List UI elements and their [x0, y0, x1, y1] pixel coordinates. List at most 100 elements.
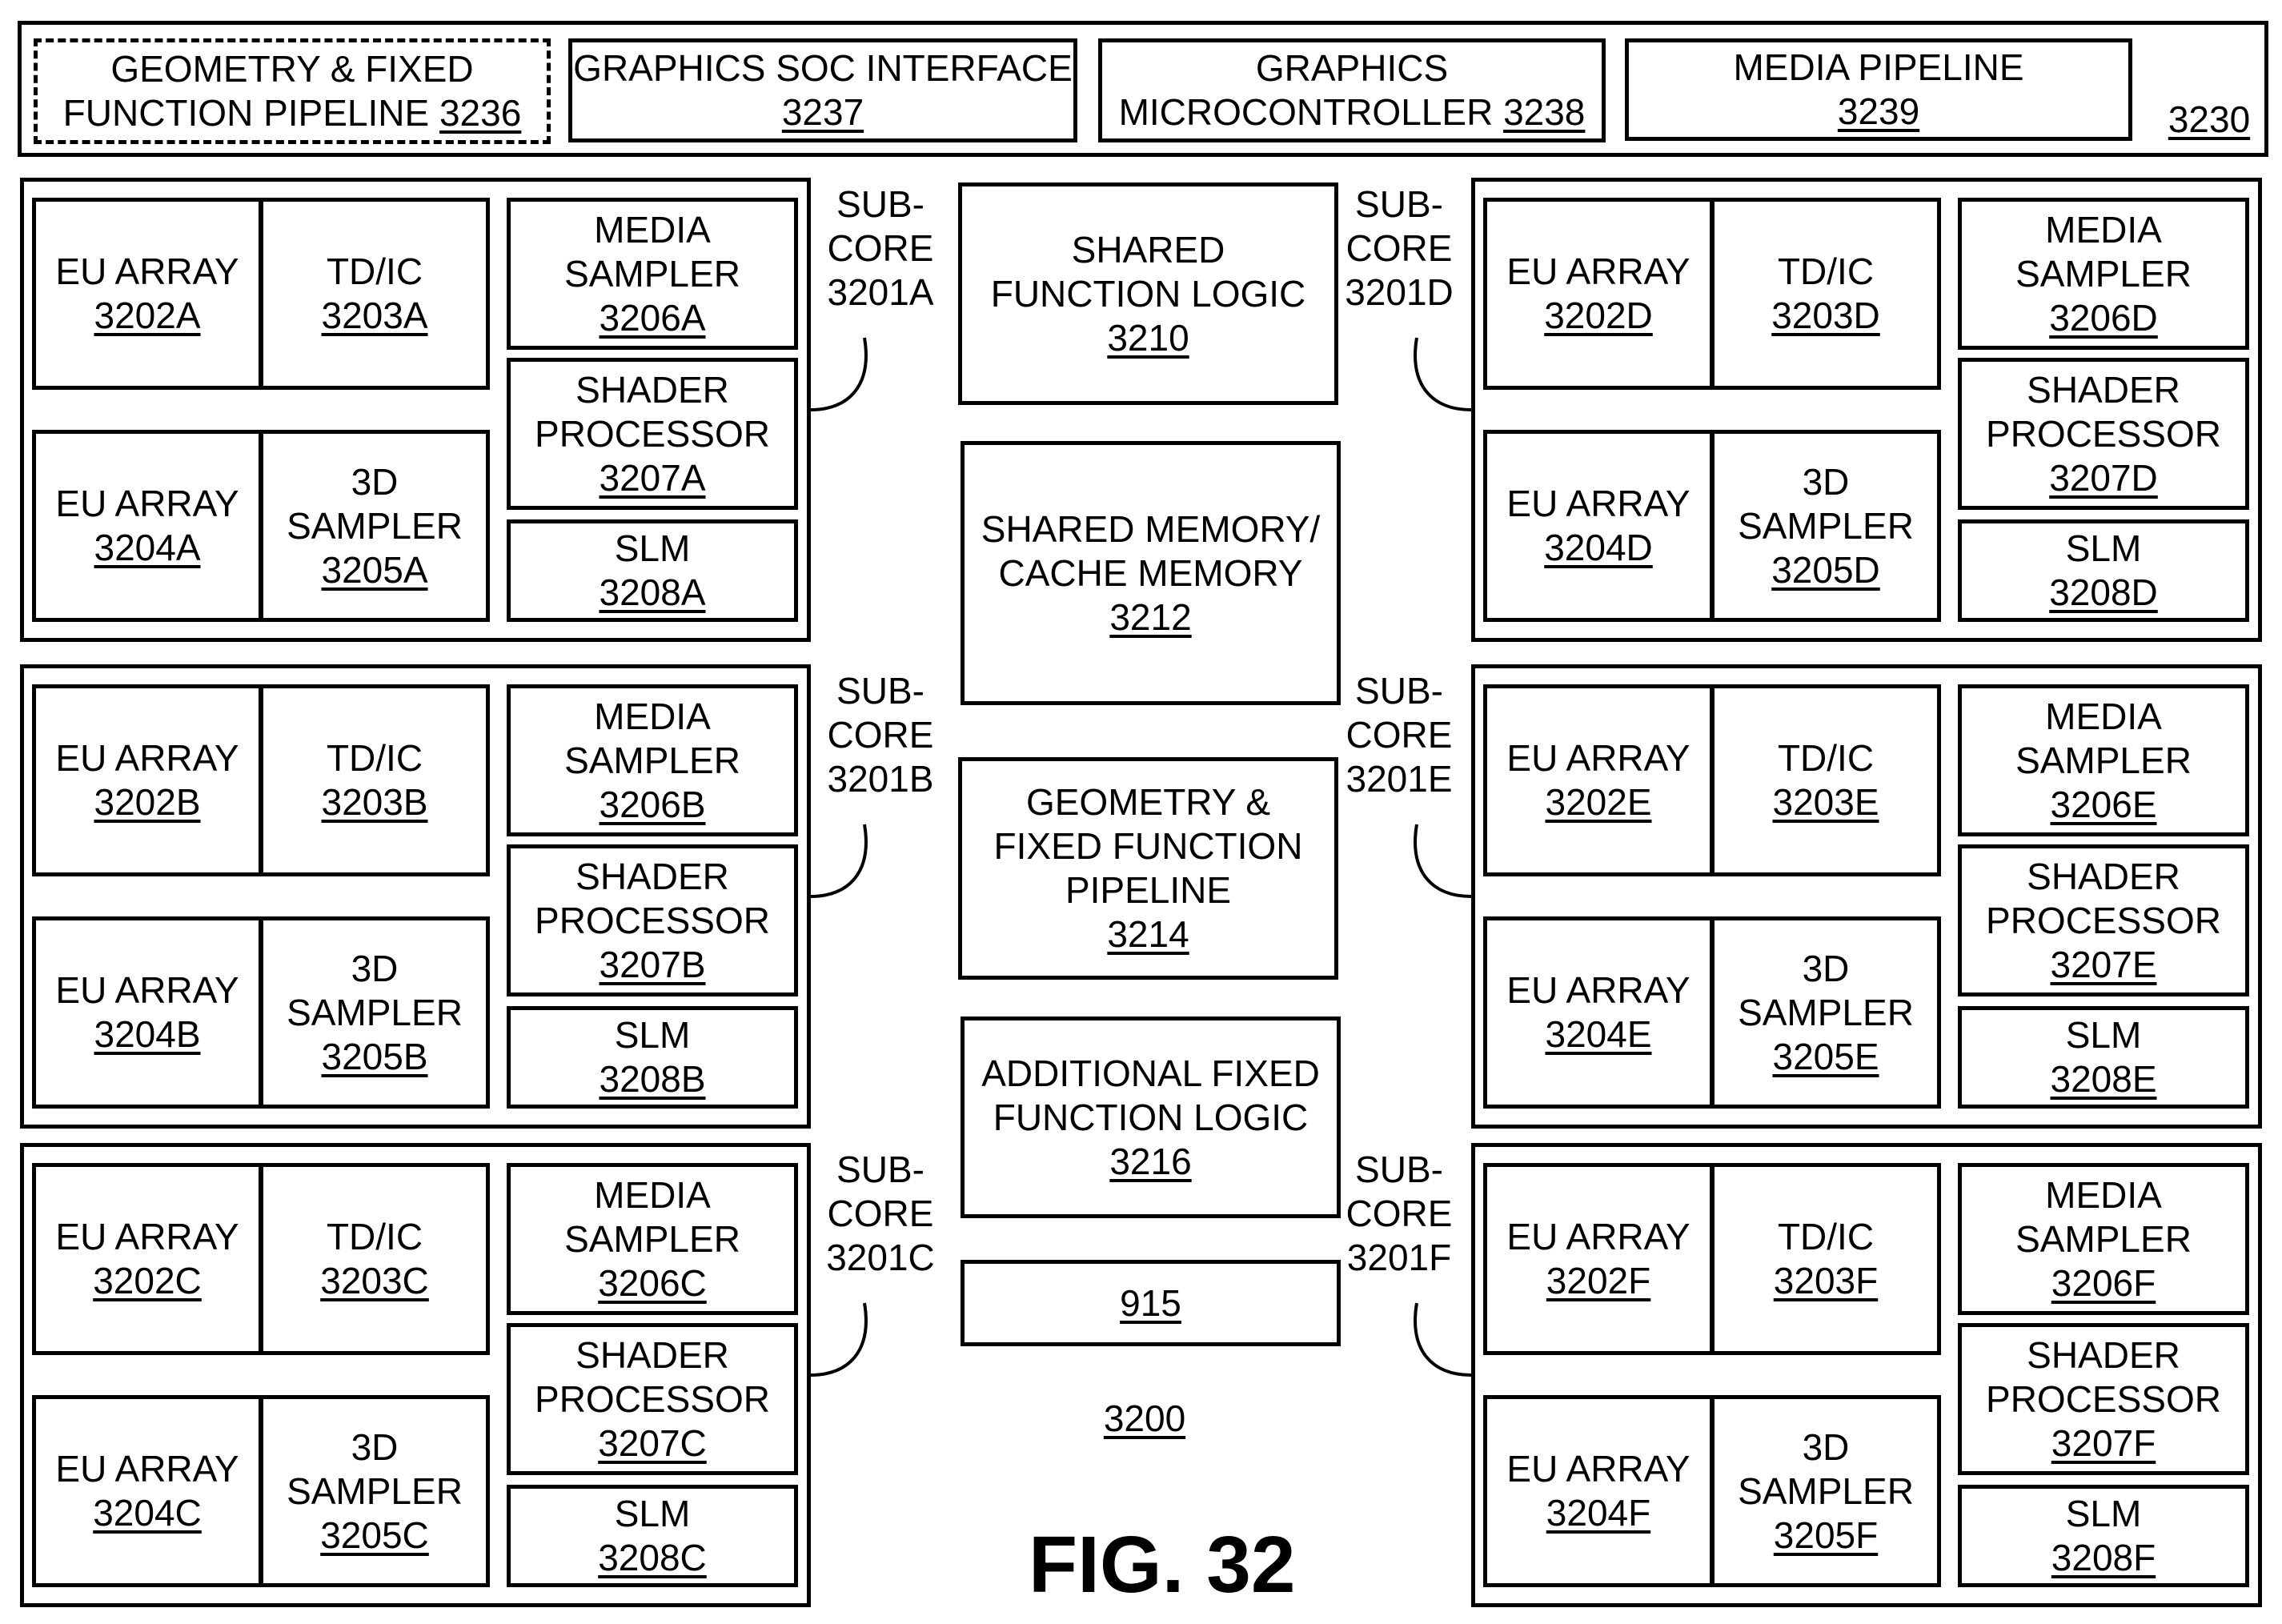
subcore-a-media-sampler-text-line: MEDIA — [594, 208, 711, 252]
subcore-a-3d-sampler-text-line: 3D — [351, 460, 399, 504]
subcore-a-label-line: CORE — [816, 227, 944, 271]
subcore-c-slm-text-line: SLM — [615, 1492, 691, 1536]
subcore-d-eu-array-1-label: EU ARRAY3202D — [1483, 198, 1714, 390]
subcore-f-shader-processor-label: SHADERPROCESSOR3207F — [1958, 1323, 2249, 1475]
subcore-f-shader-processor-text-line: SHADER — [2027, 1333, 2180, 1377]
subcore-a-td-ic-label: TD/IC3203A — [259, 198, 490, 390]
subcore-d-3d-sampler-ref: 3205D — [1771, 548, 1880, 592]
subcore-d-label-ref: 3201D — [1335, 271, 1463, 315]
subcore-b-3d-sampler-label: 3DSAMPLER3205B — [259, 916, 490, 1109]
subcore-a-td-ic-ref: 3203A — [321, 294, 427, 338]
subcore-a-label-ref: 3201A — [816, 271, 944, 315]
subcore-f-eu-array-2-label: EU ARRAY3204F — [1483, 1395, 1714, 1587]
subcore-e-media-sampler-label: MEDIASAMPLER3206E — [1958, 684, 2249, 836]
subcore-b-3d-sampler-ref: 3205B — [321, 1035, 427, 1079]
subcore-b-media-sampler-ref: 3206B — [599, 783, 705, 827]
subcore-b-eu-array-1-label: EU ARRAY3202B — [32, 684, 263, 876]
subcore-d-media-sampler-label: MEDIASAMPLER3206D — [1958, 198, 2249, 350]
subcore-f-slm-text-line: SLM — [2066, 1492, 2142, 1536]
subcore-c-label: SUB-CORE3201C — [816, 1148, 944, 1280]
subcore-d-label-line: SUB- — [1335, 182, 1463, 227]
subcore-b-td-ic-label: TD/IC3203B — [259, 684, 490, 876]
subcore-a-media-sampler-text-line: SAMPLER — [564, 252, 740, 296]
subcore-c-shader-processor-label: SHADERPROCESSOR3207C — [507, 1323, 798, 1475]
subcore-c-shader-processor-ref: 3207C — [598, 1422, 707, 1466]
subcore-c-shader-processor-text-line: PROCESSOR — [535, 1377, 770, 1422]
subcore-e-shader-processor-text-line: SHADER — [2027, 855, 2180, 899]
subcore-f-td-ic-text-line: TD/IC — [1778, 1215, 1874, 1259]
subcore-f-td-ic-ref: 3203F — [1774, 1259, 1878, 1303]
subcore-e-eu-array-1-ref: 3202E — [1545, 780, 1651, 824]
subcore-e-3d-sampler-label: 3DSAMPLER3205E — [1710, 916, 1941, 1109]
subcore-c-3d-sampler-text-line: 3D — [351, 1426, 399, 1470]
subcore-b-label-ref: 3201B — [816, 757, 944, 801]
subcore-e-3d-sampler-ref: 3205E — [1772, 1035, 1879, 1079]
subcore-d-eu-array-1-text-line: EU ARRAY — [1506, 250, 1690, 294]
subcore-f-eu-array-1-ref: 3202F — [1546, 1259, 1650, 1303]
subcore-a-shader-processor-text-line: SHADER — [576, 368, 729, 412]
subcore-b-slm-text-line: SLM — [615, 1013, 691, 1057]
subcore-c-3d-sampler-ref: 3205C — [320, 1514, 429, 1558]
subcore-d-leader-line — [1415, 338, 1471, 410]
subcore-f-leader-line — [1415, 1303, 1471, 1375]
subcore-e-media-sampler-text-line: MEDIA — [2045, 695, 2162, 739]
subcore-b-eu-array-2-text-line: EU ARRAY — [55, 968, 239, 1012]
subcore-c-slm-label: SLM3208C — [507, 1485, 798, 1587]
subcore-f-media-sampler-label: MEDIASAMPLER3206F — [1958, 1163, 2249, 1315]
subcore-a-eu-array-2-ref: 3204A — [94, 526, 200, 570]
subcore-d-label-line: CORE — [1335, 227, 1463, 271]
subcore-a-label: SUB-CORE3201A — [816, 182, 944, 315]
subcore-d-slm-label: SLM3208D — [1958, 519, 2249, 622]
subcore-d-3d-sampler-text-line: 3D — [1803, 460, 1850, 504]
subcore-c-slm-ref: 3208C — [598, 1536, 707, 1580]
subcore-d-3d-sampler-text-line: SAMPLER — [1738, 504, 1914, 548]
subcore-e-slm-label: SLM3208E — [1958, 1006, 2249, 1109]
subcore-f-3d-sampler-text-line: 3D — [1803, 1426, 1850, 1470]
subcore-f-eu-array-2-ref: 3204F — [1546, 1491, 1650, 1535]
subcore-c-media-sampler-label: MEDIASAMPLER3206C — [507, 1163, 798, 1315]
subcore-b-shader-processor-ref: 3207B — [599, 943, 705, 987]
subcore-b-eu-array-2-ref: 3204B — [94, 1012, 200, 1057]
subcore-d-label: SUB-CORE3201D — [1335, 182, 1463, 315]
subcore-d-slm-ref: 3208D — [2049, 571, 2158, 615]
subcore-c-eu-array-2-label: EU ARRAY3204C — [32, 1395, 263, 1587]
subcore-b-label-line: CORE — [816, 713, 944, 757]
subcore-a-eu-array-1-label: EU ARRAY3202A — [32, 198, 263, 390]
subcore-b-3d-sampler-text-line: 3D — [351, 947, 399, 991]
subcore-a-3d-sampler-label: 3DSAMPLER3205A — [259, 430, 490, 622]
subcore-a-shader-processor-text-line: PROCESSOR — [535, 412, 770, 456]
subcore-b-3d-sampler-text-line: SAMPLER — [287, 991, 463, 1035]
subcore-c-label-line: SUB- — [816, 1148, 944, 1192]
subcore-e-label-line: CORE — [1335, 713, 1463, 757]
subcore-f-media-sampler-text-line: MEDIA — [2045, 1173, 2162, 1217]
subcore-a-3d-sampler-ref: 3205A — [321, 548, 427, 592]
subcore-f-slm-label: SLM3208F — [1958, 1485, 2249, 1587]
subcore-b-td-ic-text-line: TD/IC — [327, 736, 423, 780]
subcore-e-eu-array-1-text-line: EU ARRAY — [1506, 736, 1690, 780]
subcore-b-eu-array-2-label: EU ARRAY3204B — [32, 916, 263, 1109]
subcore-b-label: SUB-CORE3201B — [816, 669, 944, 801]
subcore-d-shader-processor-text-line: PROCESSOR — [1986, 412, 2221, 456]
subcore-d-media-sampler-text-line: MEDIA — [2045, 208, 2162, 252]
subcore-d-media-sampler-ref: 3206D — [2049, 296, 2158, 340]
subcore-a-eu-array-2-text-line: EU ARRAY — [55, 482, 239, 526]
subcore-d-eu-array-1-ref: 3202D — [1544, 294, 1653, 338]
subcore-f-eu-array-1-label: EU ARRAY3202F — [1483, 1163, 1714, 1355]
subcore-f-media-sampler-ref: 3206F — [2051, 1261, 2156, 1305]
subcore-e-3d-sampler-text-line: 3D — [1803, 947, 1850, 991]
subcore-e-td-ic-ref: 3203E — [1772, 780, 1879, 824]
subcore-c-eu-array-2-ref: 3204C — [93, 1491, 202, 1535]
subcore-c-eu-array-1-ref: 3202C — [93, 1259, 202, 1303]
subcore-c-label-ref: 3201C — [816, 1236, 944, 1280]
subcore-f-label-line: SUB- — [1335, 1148, 1463, 1192]
subcore-d-shader-processor-text-line: SHADER — [2027, 368, 2180, 412]
subcore-c-3d-sampler-text-line: SAMPLER — [287, 1470, 463, 1514]
subcore-e-eu-array-1-label: EU ARRAY3202E — [1483, 684, 1714, 876]
subcore-b-label-line: SUB- — [816, 669, 944, 713]
subcore-e-shader-processor-label: SHADERPROCESSOR3207E — [1958, 844, 2249, 996]
subcore-c-media-sampler-text-line: SAMPLER — [564, 1217, 740, 1261]
subcore-f-3d-sampler-label: 3DSAMPLER3205F — [1710, 1395, 1941, 1587]
subcore-a-shader-processor-label: SHADERPROCESSOR3207A — [507, 358, 798, 510]
subcore-b-eu-array-1-ref: 3202B — [94, 780, 200, 824]
subcore-d-shader-processor-ref: 3207D — [2049, 456, 2158, 500]
